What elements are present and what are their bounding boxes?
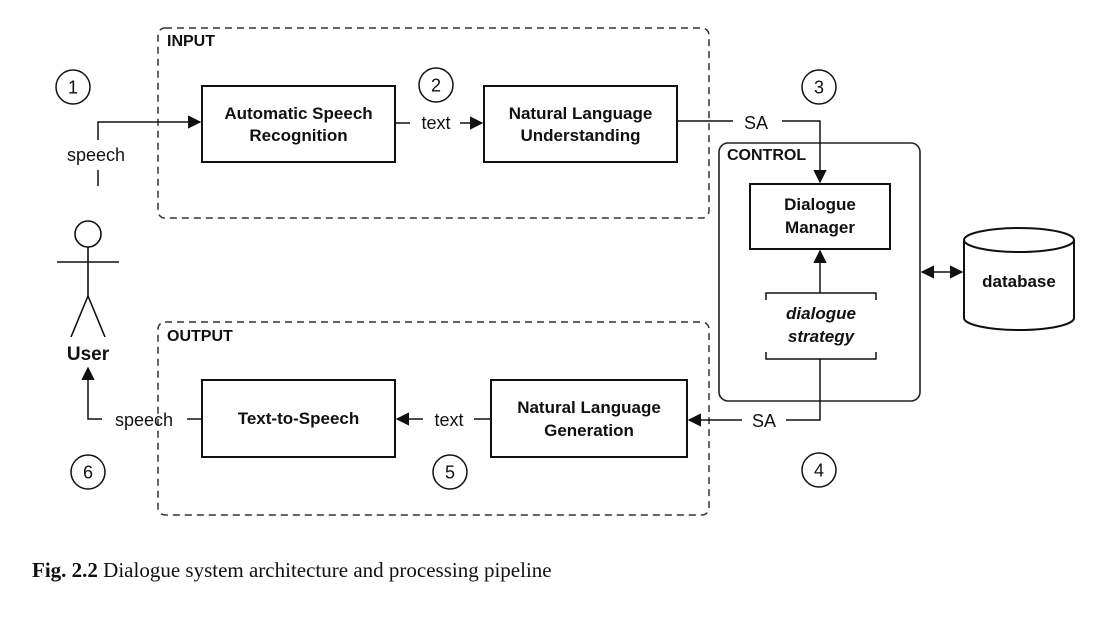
speech-out-label: speech (115, 410, 173, 430)
dialogue-strategy: dialogue strategy (765, 292, 877, 360)
nlg-label-line1: Natural Language (517, 398, 661, 417)
tts-label: Text-to-Speech (238, 409, 360, 428)
speech-in-connector (97, 115, 202, 186)
svg-text:4: 4 (814, 461, 824, 481)
user-figure (57, 220, 119, 338)
step-circle-1: 1 (55, 69, 91, 105)
dialogue-strategy-line1: dialogue (786, 304, 856, 323)
nlu-label-line1: Natural Language (509, 104, 653, 123)
figure-caption-text: Dialogue system architecture and process… (103, 558, 552, 582)
step-circle-5: 5 (432, 454, 468, 490)
asr-box: Automatic Speech Recognition (201, 85, 396, 163)
asr-label-line2: Recognition (249, 126, 347, 145)
nlg-box: Natural Language Generation (490, 379, 688, 458)
figure-caption-label: Fig. 2.2 (32, 558, 98, 582)
step-circle-6: 6 (70, 454, 106, 490)
dialogue-architecture-diagram: INPUT OUTPUT CONTROL Automatic Speech Re… (55, 27, 1075, 516)
nlg-label-line2: Generation (544, 421, 634, 440)
dialogue-manager-box: Dialogue Manager (749, 183, 891, 250)
step-circle-2: 2 (418, 67, 454, 103)
step-circle-3: 3 (801, 69, 837, 105)
text-out-label: text (434, 410, 463, 430)
sa-out-label: SA (752, 411, 776, 431)
database-cylinder: database (963, 227, 1075, 331)
nlu-label-line2: Understanding (521, 126, 641, 145)
speech-in-label: speech (67, 145, 125, 165)
figure-caption: Fig. 2.2 Dialogue system architecture an… (32, 558, 552, 583)
svg-text:3: 3 (814, 78, 824, 98)
sa-in-label: SA (744, 113, 768, 133)
input-group-frame (157, 27, 710, 219)
input-group-label: INPUT (167, 33, 215, 50)
sa-to-dm-arrow (782, 120, 827, 184)
dm-to-sa-line (786, 359, 821, 421)
dialogue-strategy-line2: strategy (788, 327, 856, 346)
speech-to-user-arrow (81, 366, 102, 420)
output-group-label: OUTPUT (167, 328, 233, 345)
svg-text:1: 1 (68, 78, 78, 98)
svg-text:2: 2 (431, 76, 441, 96)
step-circle-4: 4 (801, 452, 837, 488)
control-group-label: CONTROL (727, 147, 806, 164)
dialogue-manager-line1: Dialogue (784, 195, 856, 214)
dialogue-manager-line2: Manager (785, 218, 855, 237)
asr-label-line1: Automatic Speech (224, 104, 372, 123)
svg-text:5: 5 (445, 463, 455, 483)
text-in-label: text (421, 113, 450, 133)
user-label: User (67, 344, 110, 365)
nlu-box: Natural Language Understanding (483, 85, 678, 163)
tts-box: Text-to-Speech (201, 379, 396, 458)
database-label: database (982, 272, 1056, 291)
svg-text:6: 6 (83, 463, 93, 483)
output-group-frame (157, 321, 710, 516)
